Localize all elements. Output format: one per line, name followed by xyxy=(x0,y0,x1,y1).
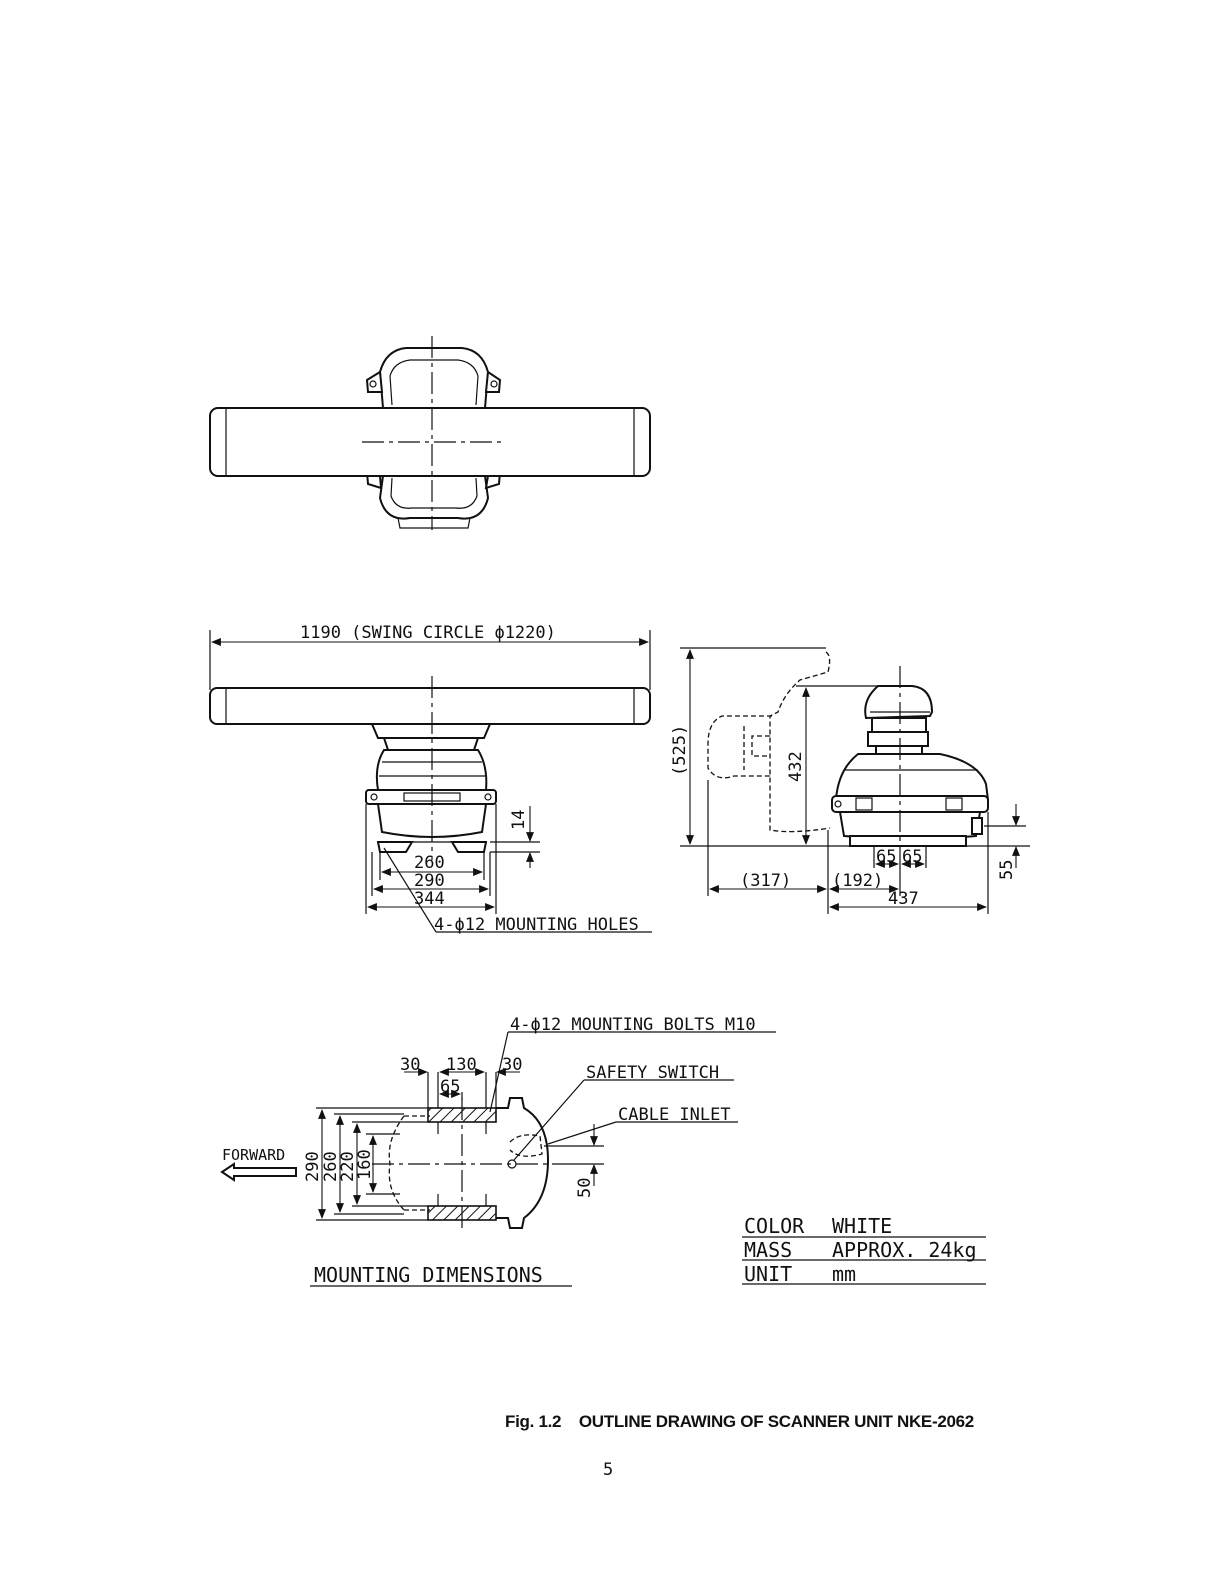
dim-317: (317) xyxy=(740,871,791,891)
dim-65: 65 xyxy=(440,1077,460,1097)
dim-437: 437 xyxy=(888,889,919,909)
mounting-holes-label: 4-ϕ12 MOUNTING HOLES xyxy=(434,915,639,935)
top-view xyxy=(209,336,651,530)
dim-260-mount: 260 xyxy=(321,1151,341,1182)
end-view xyxy=(680,647,1030,914)
dim-290: 290 xyxy=(414,871,445,891)
mounting-dimensions-title: MOUNTING DIMENSIONS xyxy=(314,1263,543,1287)
dim-50: 50 xyxy=(575,1178,595,1198)
dim-432: 432 xyxy=(786,751,806,782)
dim-30-b: 30 xyxy=(502,1055,522,1075)
dim-525: (525) xyxy=(670,725,690,776)
spec-mass-key: MASS xyxy=(744,1238,792,1262)
dim-160-mount: 160 xyxy=(355,1149,375,1180)
dim-130: 130 xyxy=(446,1055,477,1075)
spec-mass-value: APPROX. 24kg xyxy=(832,1238,977,1262)
spec-color-key: COLOR xyxy=(744,1214,805,1238)
figure-caption: Fig. 1.2 OUTLINE DRAWING OF SCANNER UNIT… xyxy=(505,1412,974,1431)
mounting-bolts-label: 4-ϕ12 MOUNTING BOLTS M10 xyxy=(510,1015,756,1035)
spec-unit-value: mm xyxy=(832,1262,856,1286)
spec-color-value: WHITE xyxy=(832,1214,892,1238)
side-view xyxy=(209,630,652,933)
cable-inlet-label: CABLE INLET xyxy=(618,1105,731,1125)
dim-260: 260 xyxy=(414,853,445,873)
spec-unit-key: UNIT xyxy=(744,1262,792,1286)
dim-65-a: 65 xyxy=(876,847,896,867)
dim-14: 14 xyxy=(509,810,529,830)
mounting-plan xyxy=(220,1031,776,1287)
dim-192: (192) xyxy=(832,871,883,891)
width-label: 1190 (SWING CIRCLE ϕ1220) xyxy=(300,623,556,643)
dim-55: 55 xyxy=(997,860,1017,880)
dim-344: 344 xyxy=(414,889,445,909)
dim-290-mount: 290 xyxy=(303,1151,323,1182)
forward-label: FORWARD xyxy=(222,1146,285,1164)
dim-220-mount: 220 xyxy=(338,1151,358,1182)
spec-table xyxy=(742,1236,986,1285)
dim-30-a: 30 xyxy=(400,1055,420,1075)
page-number: 5 xyxy=(603,1460,614,1480)
safety-switch-label: SAFETY SWITCH xyxy=(586,1063,719,1083)
dim-65-b: 65 xyxy=(902,847,922,867)
